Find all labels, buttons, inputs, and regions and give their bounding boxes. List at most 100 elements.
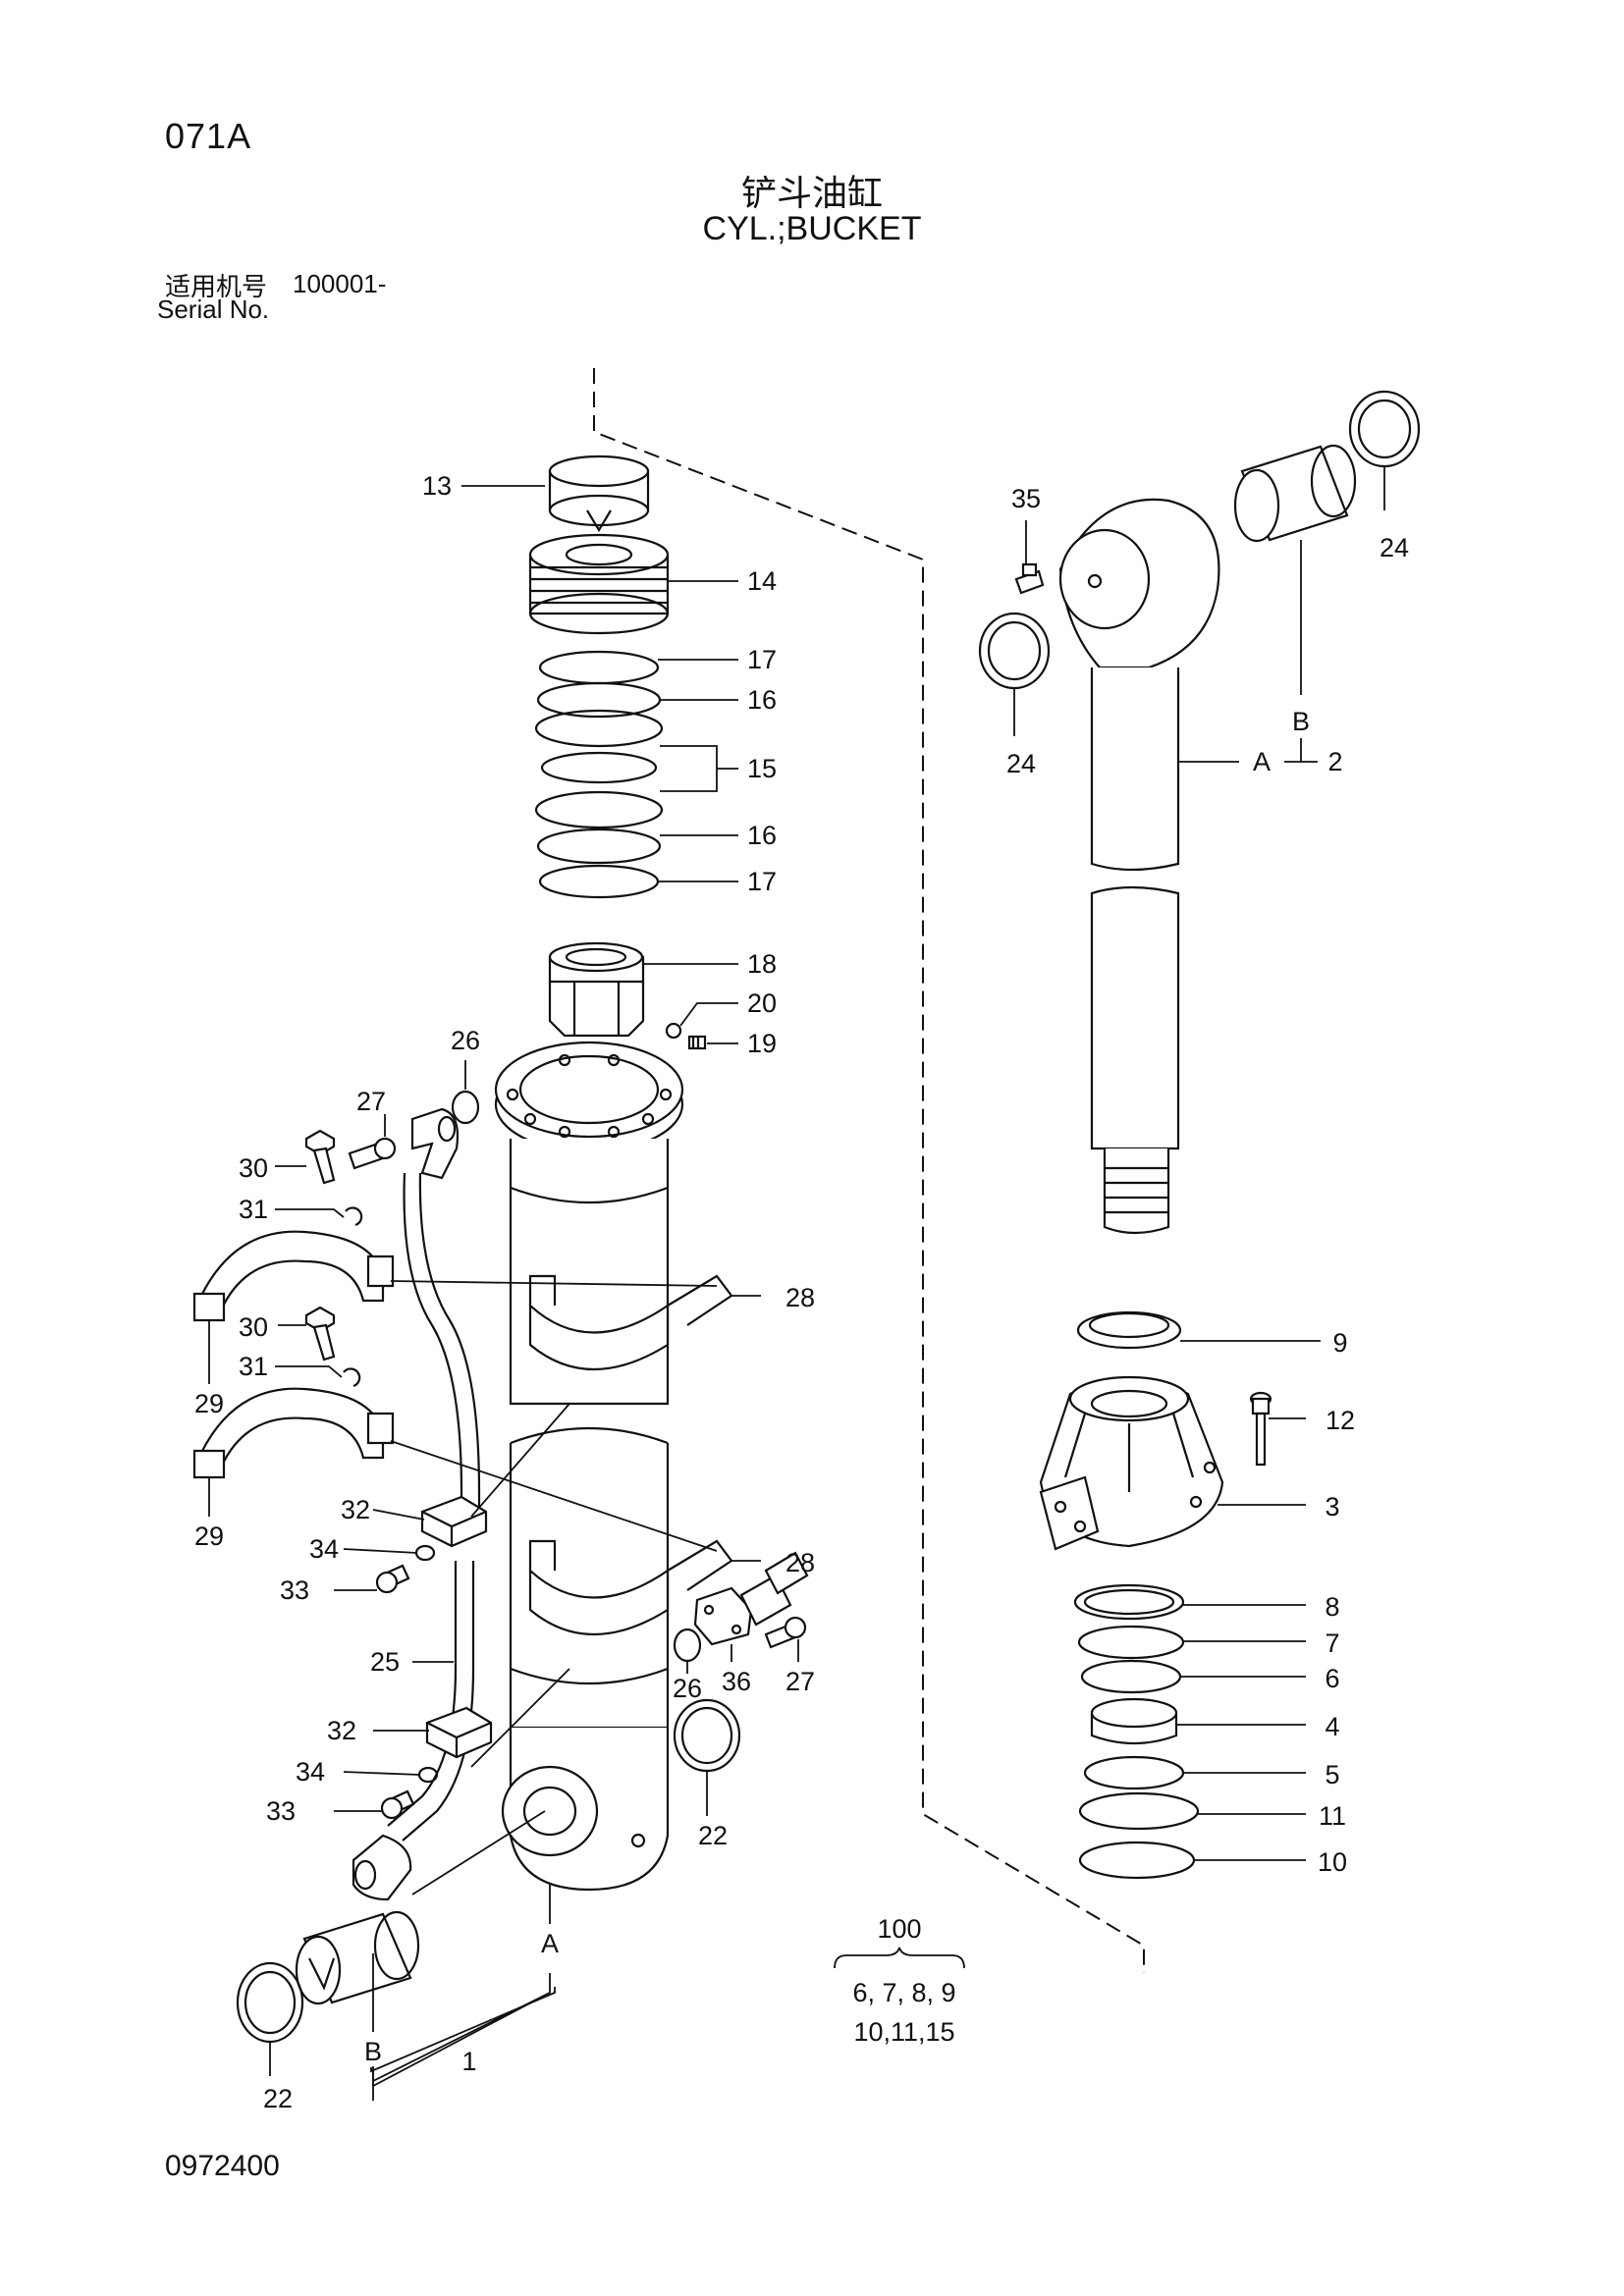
- callout-2: 2: [1327, 747, 1342, 776]
- clamp-29-upper: [192, 1230, 395, 1322]
- dust-seal-24-rod-right: [1348, 390, 1421, 468]
- title-english: CYL.;BUCKET: [702, 210, 922, 247]
- cylinder-head-flange: [494, 1041, 684, 1153]
- snap-ring-31-upper: [345, 1206, 363, 1227]
- rod-thread-end: [1103, 1148, 1170, 1235]
- callout-18: 18: [747, 949, 777, 979]
- callout-6: 6: [1325, 1664, 1339, 1693]
- callout-27-lower: 27: [785, 1667, 815, 1696]
- callout-22-left: 22: [263, 2084, 293, 2113]
- callout-36: 36: [722, 1667, 751, 1696]
- seal-7: [1077, 1625, 1185, 1660]
- o-ring-26-lower: [673, 1628, 702, 1663]
- snap-ring-31-lower: [343, 1367, 361, 1388]
- block-32-lower: [425, 1706, 493, 1759]
- dust-seal-22-left: [236, 1961, 304, 2044]
- bolt-27-upper: [348, 1137, 397, 1170]
- callout-16-upper: 16: [747, 685, 777, 715]
- dust-seal-22-right: [673, 1698, 741, 1773]
- callout-4: 4: [1325, 1712, 1339, 1741]
- socket-bolt-12: [1249, 1391, 1272, 1467]
- callout-31-upper: 31: [239, 1195, 268, 1224]
- kit-contents-line2: 10,11,15: [853, 2017, 954, 2047]
- block-32-upper: [420, 1495, 488, 1548]
- seal-8: [1073, 1583, 1185, 1621]
- serial-label-english: Serial No.: [157, 294, 270, 324]
- title-chinese: 铲斗油缸: [740, 174, 883, 214]
- ref-b-upper: B: [1292, 707, 1310, 736]
- ring-11: [1078, 1791, 1200, 1831]
- callout-5: 5: [1325, 1760, 1339, 1789]
- piston-nut-13: [548, 454, 650, 533]
- cushion-bearing-18: [548, 941, 645, 1038]
- callout-33-upper: 33: [280, 1575, 309, 1605]
- callout-30-lower: 30: [239, 1312, 268, 1342]
- callout-24-left: 24: [1006, 749, 1036, 778]
- callout-26-upper: 26: [451, 1026, 480, 1055]
- cylinder-bottom-eye: [501, 1728, 670, 1892]
- kit-number: 100: [877, 1914, 921, 1944]
- document-number: 0972400: [165, 2150, 280, 2182]
- seal-6: [1080, 1659, 1182, 1694]
- callout-28-lower: 28: [785, 1548, 815, 1577]
- callout-15: 15: [747, 754, 777, 783]
- pipe-25-upper-outer: [403, 1172, 463, 1517]
- callout-20: 20: [747, 988, 777, 1018]
- pipe-connector-36: [693, 1551, 809, 1646]
- bushing-rod: [1233, 444, 1357, 543]
- piston-rod-lower: [1090, 885, 1180, 1150]
- elbow-fitting-lower: [352, 1834, 412, 1901]
- callout-12: 12: [1326, 1406, 1355, 1435]
- band-28-lower: [528, 1539, 733, 1635]
- callout-34-lower: 34: [296, 1757, 325, 1787]
- page-code: 071A: [165, 116, 252, 156]
- callout-7: 7: [1325, 1629, 1339, 1658]
- serial-number-range: 100001-: [293, 269, 387, 298]
- callout-17-upper: 17: [747, 645, 777, 674]
- piston-rod-upper: [1090, 667, 1180, 872]
- callout-19: 19: [747, 1029, 777, 1058]
- callout-32-upper: 32: [341, 1495, 370, 1524]
- pipe-25-upper-inner: [418, 1172, 481, 1517]
- serial-label-chinese: 适用机号: [165, 273, 268, 302]
- callout-22-right: 22: [698, 1821, 728, 1850]
- dust-seal-24-rod-left: [978, 612, 1051, 690]
- callout-25: 25: [370, 1647, 400, 1677]
- bolt-33-lower: [380, 1789, 415, 1820]
- callout-13: 13: [422, 471, 452, 501]
- grease-fitting-35: [1014, 562, 1045, 595]
- callout-numbers: 13 14 17 16 15 16 17 18 20 19 26 27 30 3…: [194, 471, 1409, 2113]
- callout-30-upper: 30: [239, 1153, 268, 1183]
- steel-ball-20-setscrew-19: [665, 1022, 707, 1050]
- kit-brace: [834, 1947, 965, 1969]
- callout-34-upper: 34: [309, 1534, 339, 1564]
- callout-29-upper: 29: [194, 1389, 224, 1418]
- callout-32-lower: 32: [327, 1716, 356, 1745]
- seal-stack: [1073, 1583, 1200, 1880]
- piston-rings-17-16-15: [534, 650, 664, 899]
- o-ring-34-lower: [417, 1766, 439, 1784]
- callout-14: 14: [747, 566, 777, 596]
- callout-9: 9: [1332, 1328, 1347, 1358]
- clamp-29-lower: [192, 1387, 395, 1479]
- bolt-30-upper: [304, 1129, 336, 1185]
- callout-33-lower: 33: [266, 1796, 296, 1826]
- callout-11: 11: [1319, 1801, 1346, 1831]
- seal-9: [1076, 1310, 1182, 1350]
- ref-b-lower: B: [364, 2037, 382, 2066]
- callout-24-right: 24: [1380, 533, 1409, 562]
- o-ring-26-upper: [451, 1090, 480, 1125]
- callout-1: 1: [461, 2047, 476, 2076]
- ring-5: [1083, 1755, 1185, 1790]
- elbow-fitting-upper: [410, 1107, 460, 1180]
- callout-27-upper: 27: [356, 1087, 386, 1116]
- o-ring-34-upper: [414, 1544, 436, 1562]
- bolt-30-lower: [304, 1306, 336, 1362]
- callout-28-upper: 28: [785, 1283, 815, 1312]
- rod-cover-3: [1039, 1375, 1224, 1551]
- ref-a-upper: A: [1253, 747, 1271, 776]
- callout-31-lower: 31: [239, 1352, 268, 1381]
- callout-8: 8: [1325, 1592, 1339, 1622]
- callout-29-lower: 29: [194, 1522, 224, 1551]
